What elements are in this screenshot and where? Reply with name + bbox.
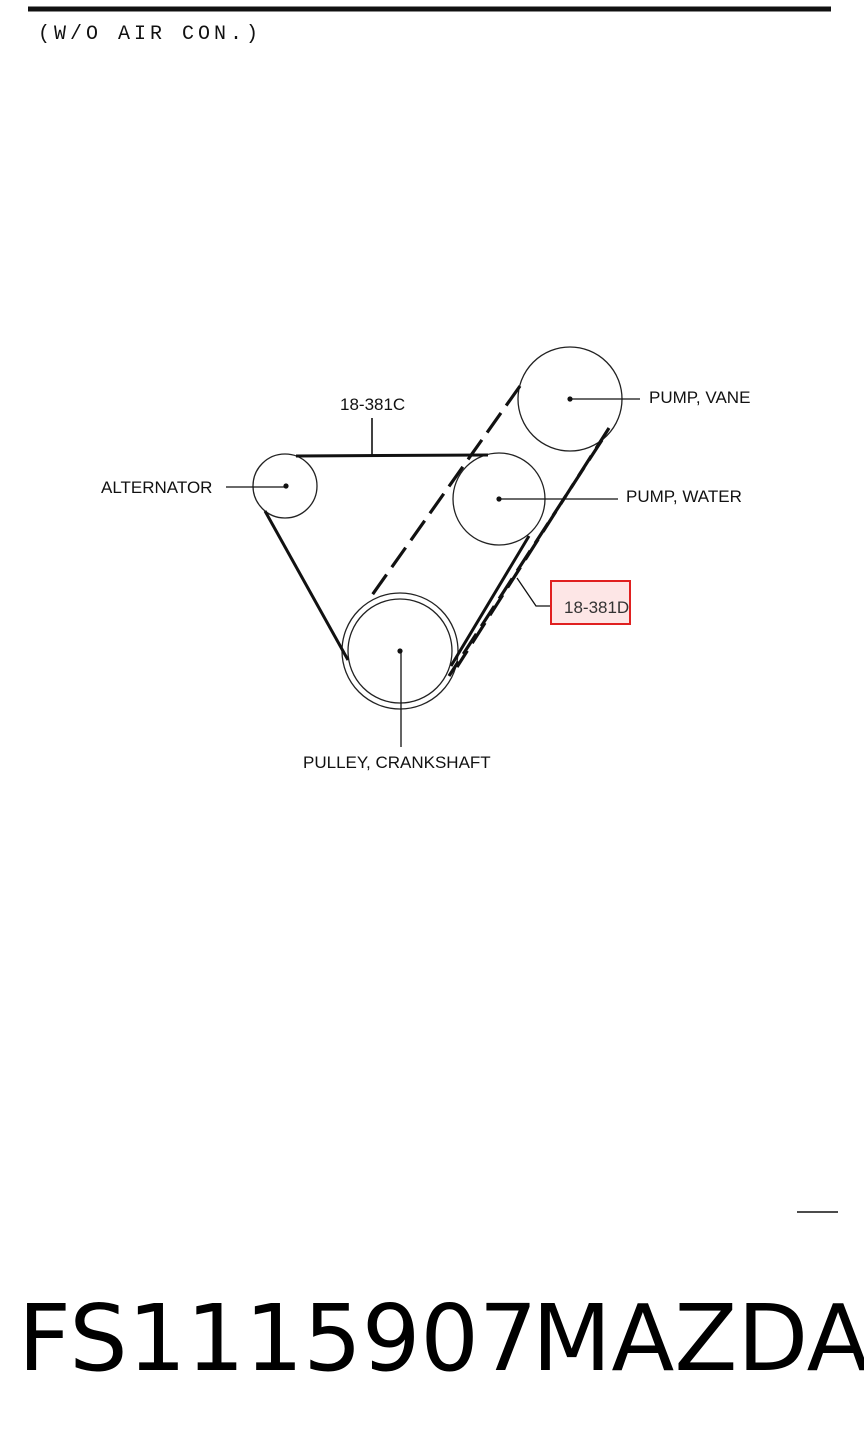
crankshaft-label: PULLEY, CRANKSHAFT [303, 753, 491, 772]
part-number: FS1115907 [18, 1285, 537, 1392]
alternator-center [283, 483, 289, 489]
pump-vane-label: PUMP, VANE [649, 388, 750, 407]
alternator-label: ALTERNATOR [101, 478, 212, 497]
belt-d-part-link[interactable]: 18-381D [550, 580, 631, 625]
pump-water-label: PUMP, WATER [626, 487, 742, 506]
belt-d [368, 385, 611, 677]
belt-d-highlight-box [550, 580, 631, 625]
alternator-pulley [252, 453, 318, 519]
brand-name: MAZDA [532, 1285, 864, 1392]
crankshaft-center [397, 648, 403, 654]
belt-d-label[interactable]: 18-381D [564, 598, 629, 617]
crankshaft-pulley-inner [347, 598, 453, 704]
header-note: (W/O AIR CON.) [38, 23, 262, 46]
belt-c-label: 18-381C [340, 395, 405, 414]
belt-c [263, 453, 531, 667]
belt-d-leader [516, 577, 556, 607]
